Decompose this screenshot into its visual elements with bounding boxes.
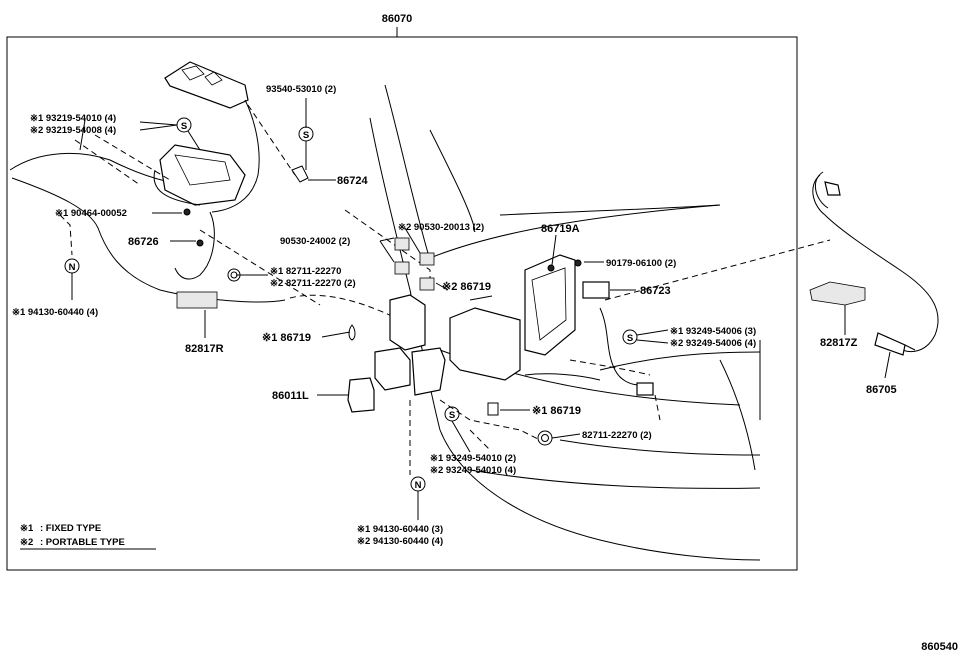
label-82711-a2: ※2 82711-22270 (2) [270,278,356,289]
label-82711-b: 82711-22270 (2) [582,430,652,441]
svg-text:S: S [627,333,633,344]
label-93219-2: ※2 93219-54008 (4) [30,125,116,136]
label-90179: 90179-06100 (2) [606,258,676,269]
label-90530-2: ※2 90530-20013 (2) [398,222,484,233]
label-86724: 86724 [337,175,368,187]
vehicle-body-outline [9,84,761,561]
svg-text:S: S [449,410,455,421]
label-86705: 86705 [866,384,897,396]
leader-lines [152,179,891,439]
label-86723: 86723 [640,285,671,297]
label-94130-left: ※1 94130-60440 (4) [12,307,98,318]
part-labels: 93540-53010 (2) 86724 ※1 93219-54010 (4)… [12,84,897,547]
label-82711-a1: ※1 82711-22270 [270,266,341,277]
label-86719-a: ※2 86719 [442,281,491,293]
right-harness [809,171,939,356]
legend-text-2: : PORTABLE TYPE [40,537,125,548]
main-part-number: 86070 [382,13,413,25]
label-93219-1: ※1 93219-54010 (4) [30,113,116,124]
screw-symbol-right: S [622,329,669,345]
label-94130-b2: ※2 94130-60440 (4) [357,536,443,547]
legend-text-1: : FIXED TYPE [40,523,101,534]
label-86719-b: ※1 86719 [262,332,311,344]
svg-text:S: S [303,130,309,141]
label-86726: 86726 [128,236,159,248]
figure-code: 860540 [921,641,958,653]
legend-mark-2: ※2 [20,537,33,548]
label-82817Z: 82817Z [820,337,858,349]
screw-symbol-top: S [298,98,314,170]
label-94130-b1: ※1 94130-60440 (3) [357,524,443,535]
svg-text:S: S [181,121,187,132]
screw-symbol-bottom: S [444,406,471,453]
legend-mark-1: ※1 [20,523,34,534]
label-93540: 93540-53010 (2) [266,84,336,95]
label-86719-c: ※1 86719 [532,405,581,417]
diagram-frame [6,36,798,571]
label-86011L: 86011L [272,390,309,402]
label-86719A: 86719A [541,223,580,235]
screw-symbol-left: S [139,117,201,151]
label-90530-1: 90530-24002 (2) [280,236,350,247]
label-90464: ※1 90464-00052 [55,208,127,219]
upper-left-assembly [153,61,309,309]
label-82817R: 82817R [185,343,224,355]
label-93249-b2: ※2 93249-54010 (4) [430,465,516,476]
nut-symbol-left: N [64,258,80,300]
label-93249-r1: ※1 93249-54006 (3) [670,326,756,337]
label-93249-r2: ※2 93249-54006 (4) [670,338,756,349]
svg-text:N: N [69,262,76,273]
nut-symbol-bottom: N [410,476,426,520]
left-dashed-guides [59,104,401,321]
svg-text:N: N [415,480,422,491]
center-assembly [344,209,831,475]
legend: ※1 : FIXED TYPE ※2 : PORTABLE TYPE [20,523,156,550]
label-93249-b1: ※1 93249-54010 (2) [430,453,516,464]
